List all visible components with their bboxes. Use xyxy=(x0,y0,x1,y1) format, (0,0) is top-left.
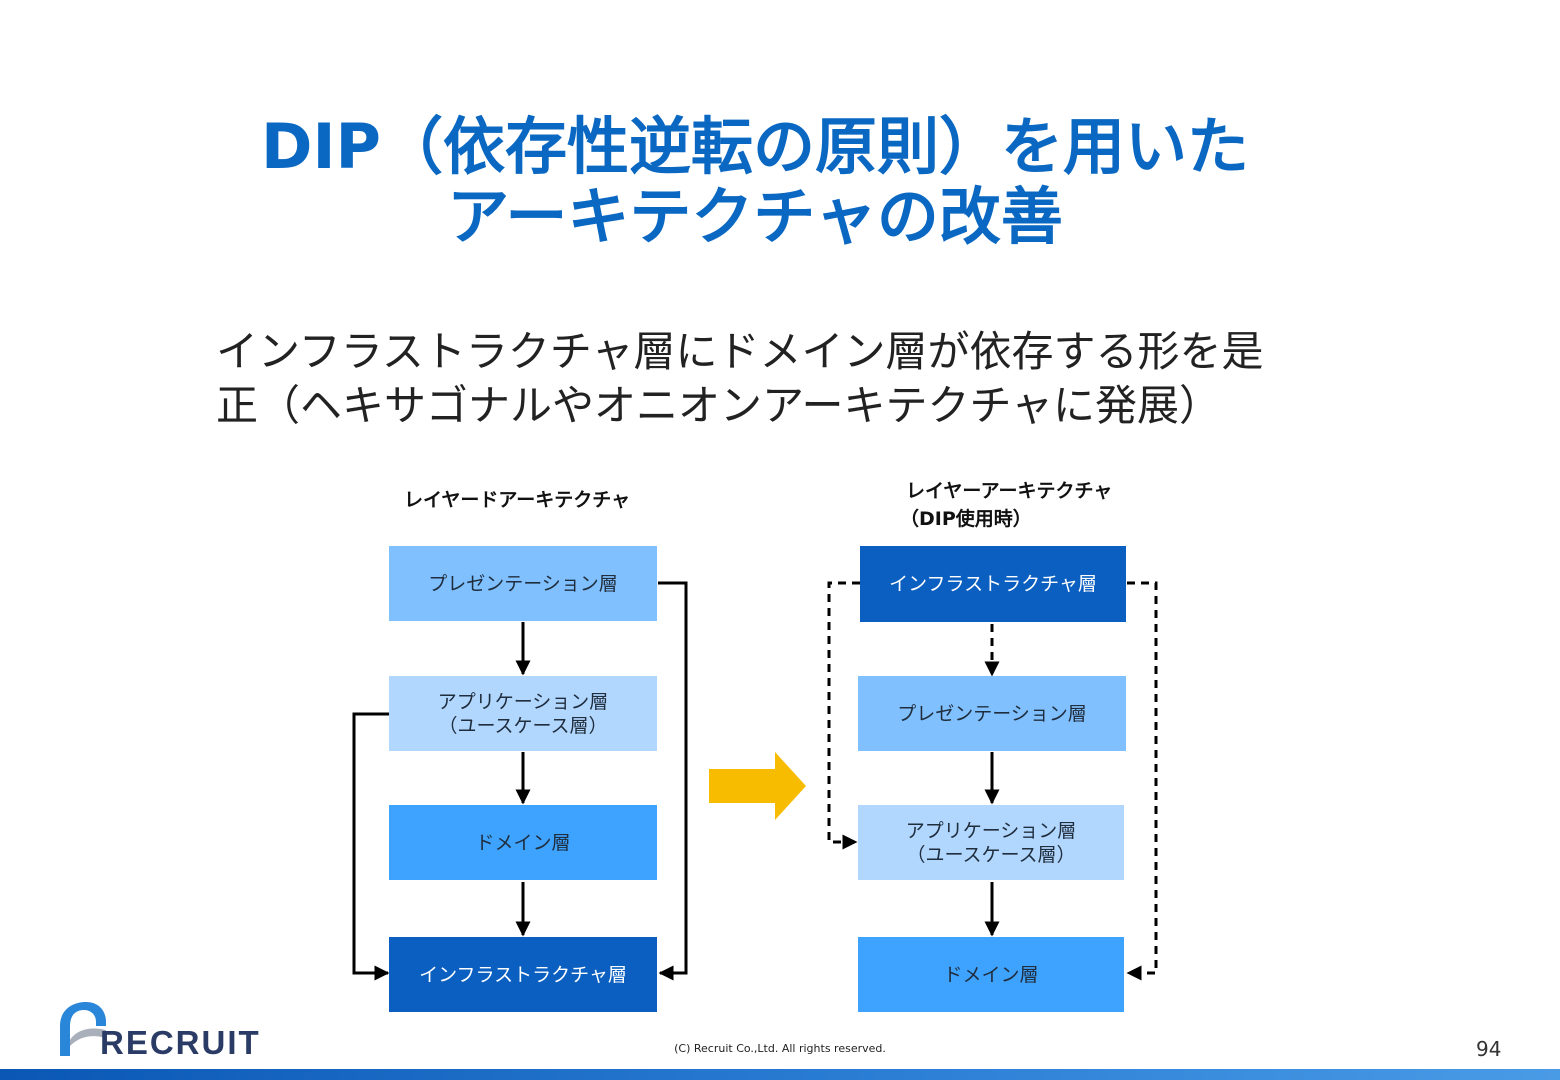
bottom-accent-bar xyxy=(0,1069,1560,1080)
left-presentation-layer: プレゼンテーション層 xyxy=(389,546,657,621)
page-number: 94 xyxy=(1476,1037,1502,1061)
right-domain-label: ドメイン層 xyxy=(943,963,1039,986)
right-presentation-layer: プレゼンテーション層 xyxy=(858,676,1126,751)
recruit-logo-icon xyxy=(60,1002,106,1056)
left-infrastructure-label: インフラストラクチャ層 xyxy=(419,963,627,986)
right-domain-layer: ドメイン層 xyxy=(858,937,1124,1012)
right-diagram-heading-line2: （DIP使用時） xyxy=(900,508,1032,530)
left-application-label-line2: （ユースケース層） xyxy=(438,714,608,737)
arrow-presentation-to-infrastructure xyxy=(658,581,688,981)
left-domain-layer: ドメイン層 xyxy=(389,805,657,880)
right-diagram-heading-line1: レイヤーアーキテクチャ xyxy=(906,480,1113,502)
arrow-infrastructure-to-domain xyxy=(1126,581,1158,981)
left-application-layer: アプリケーション層 （ユースケース層） xyxy=(389,676,657,751)
subtitle-line1: インフラストラクチャ層にドメイン層が依存する形を是 xyxy=(216,327,1264,376)
slide-title-line2: アーキテクチャの改善 xyxy=(447,180,1063,253)
left-infrastructure-layer: インフラストラクチャ層 xyxy=(389,937,657,1012)
right-application-label-line1: アプリケーション層 xyxy=(905,819,1077,842)
copyright-footer: (C) Recruit Co.,Ltd. All rights reserved… xyxy=(674,1042,886,1055)
transition-arrow xyxy=(709,752,806,820)
right-infrastructure-label: インフラストラクチャ層 xyxy=(889,573,1097,595)
right-presentation-label: プレゼンテーション層 xyxy=(897,702,1087,725)
recruit-logo-text: RECRUIT xyxy=(100,1024,261,1061)
left-application-label-line1: アプリケーション層 xyxy=(437,690,609,713)
subtitle-line2: 正（ヘキサゴナルやオニオンアーキテクチャに発展） xyxy=(216,381,1222,430)
right-application-label-line2: （ユースケース層） xyxy=(906,843,1076,866)
left-diagram-heading: レイヤードアーキテクチャ xyxy=(404,489,631,511)
left-presentation-label: プレゼンテーション層 xyxy=(428,572,618,595)
arrow-application-to-infrastructure xyxy=(352,712,390,981)
right-infrastructure-layer: インフラストラクチャ層 xyxy=(860,546,1126,622)
arrow-infrastructure-to-application xyxy=(827,581,860,850)
left-domain-label: ドメイン層 xyxy=(475,831,571,854)
right-application-layer: アプリケーション層 （ユースケース層） xyxy=(858,805,1124,880)
slide-title-line1: DIP（依存性逆転の原則）を用いた xyxy=(261,110,1249,183)
